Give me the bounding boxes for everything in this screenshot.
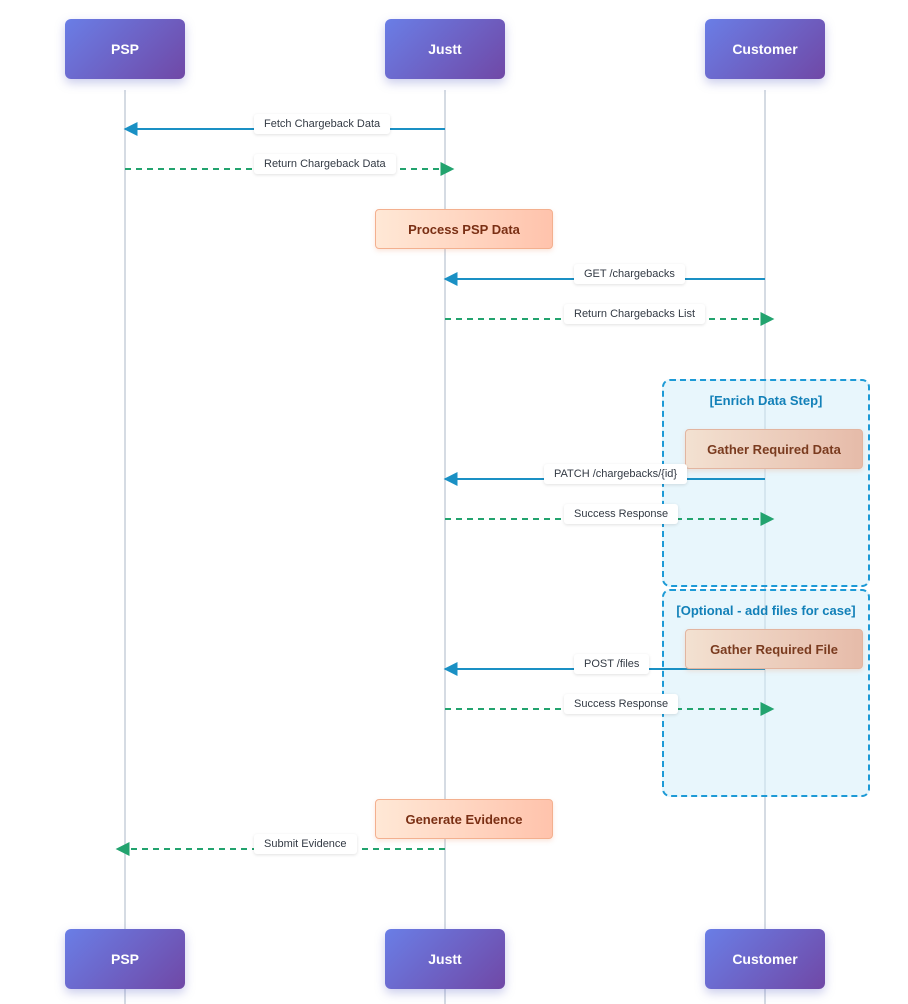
- message-label-success-response-1: Success Response: [564, 504, 679, 524]
- message-label-return-chargeback-data: Return Chargeback Data: [254, 154, 396, 174]
- message-label-patch-chargebacks: PATCH /chargebacks/{id}: [544, 464, 688, 484]
- message-label-fetch-chargeback-data: Fetch Chargeback Data: [254, 114, 391, 134]
- actor-customer-top: Customer: [705, 19, 825, 79]
- message-label-return-chargebacks-list: Return Chargebacks List: [564, 304, 706, 324]
- message-label-get-chargebacks: GET /chargebacks: [574, 264, 685, 284]
- actor-justt-bottom: Justt: [385, 929, 505, 989]
- actor-psp-top: PSP: [65, 19, 185, 79]
- actor-justt-top: Justt: [385, 19, 505, 79]
- group-optional-files: [Optional - add files for case]: [662, 589, 870, 797]
- actor-psp-bottom: PSP: [65, 929, 185, 989]
- lifeline-psp: [124, 90, 126, 1004]
- actor-customer-bottom: Customer: [705, 929, 825, 989]
- group-title-enrich: [Enrich Data Step]: [709, 393, 823, 408]
- note-generate-evidence: Generate Evidence: [375, 799, 553, 839]
- lifeline-justt: [444, 90, 446, 1004]
- note-gather-required-data: Gather Required Data: [685, 429, 863, 469]
- message-label-post-files: POST /files: [574, 654, 650, 674]
- group-title-optional-files: [Optional - add files for case]: [676, 603, 856, 618]
- message-label-submit-evidence: Submit Evidence: [254, 834, 357, 854]
- note-process-psp-data: Process PSP Data: [375, 209, 553, 249]
- note-gather-required-file: Gather Required File: [685, 629, 863, 669]
- message-label-success-response-2: Success Response: [564, 694, 679, 714]
